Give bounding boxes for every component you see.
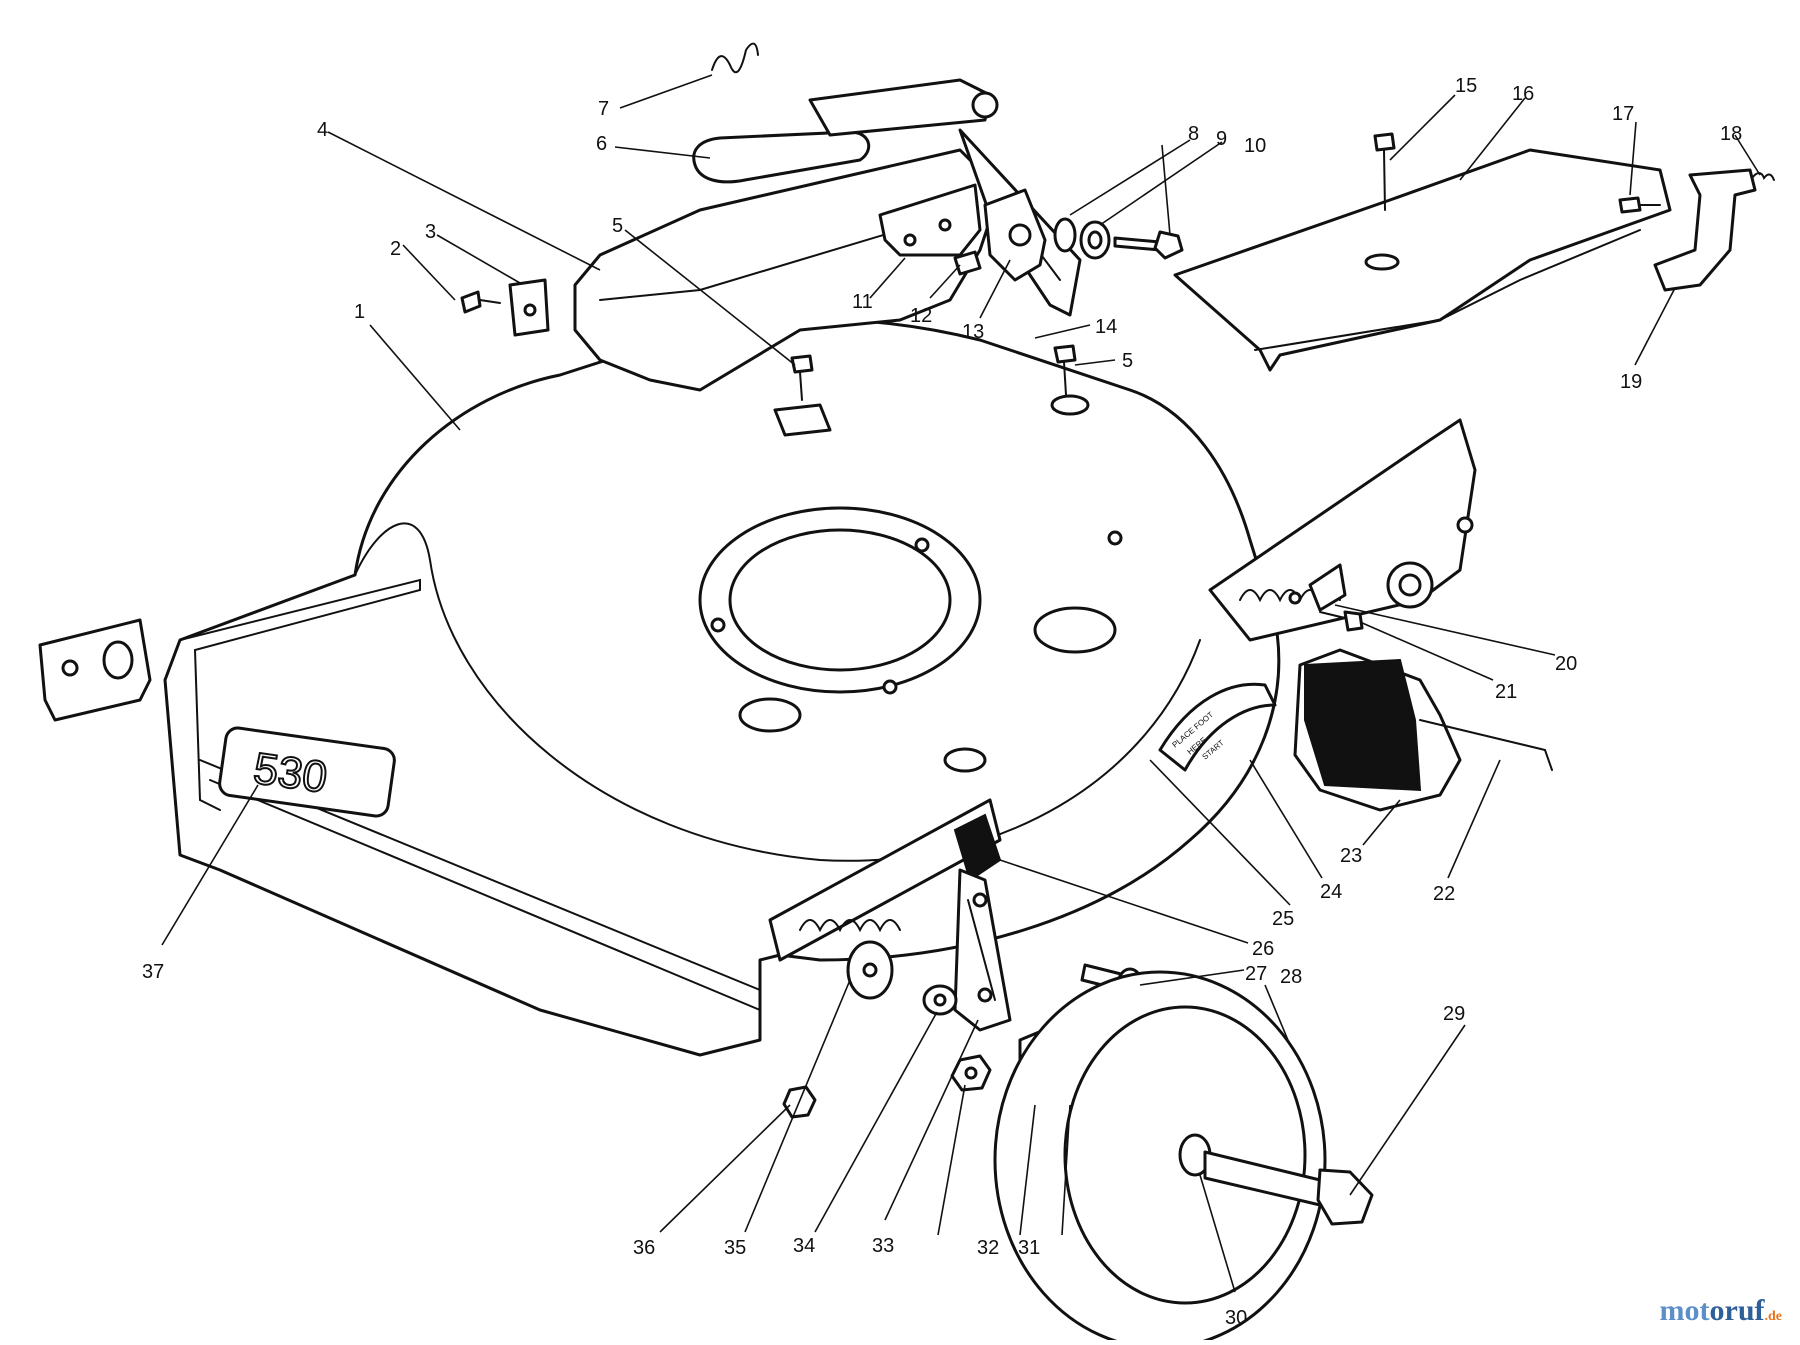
- callout-2: 2: [390, 238, 401, 260]
- callout-7: 7: [598, 98, 609, 120]
- rear-trail-shield: [1293, 648, 1553, 812]
- rear-adjuster-fasteners: [1288, 563, 1364, 632]
- callout-30: 30: [1225, 1307, 1247, 1329]
- callout-13: 13: [962, 321, 984, 343]
- mower-deck-housing: 530: [163, 317, 1477, 1057]
- callout-5a: 5: [612, 215, 623, 237]
- callout-19: 19: [1620, 371, 1642, 393]
- callout-18: 18: [1720, 123, 1742, 145]
- torsion-spring: [711, 42, 759, 74]
- callout-20: 20: [1555, 653, 1577, 675]
- grass-deflector: [1173, 132, 1775, 372]
- callout-17: 17: [1612, 103, 1634, 125]
- callout-31: 31: [1018, 1237, 1040, 1259]
- callout-27: 27: [1245, 963, 1267, 985]
- callout-12: 12: [910, 305, 932, 327]
- callout-16: 16: [1512, 83, 1534, 105]
- callout-21: 21: [1495, 681, 1517, 703]
- callout-35: 35: [724, 1237, 746, 1259]
- callout-labels: 1 2 3 4 5 5 6 7 8 9 10 11 12 13 14 15 16…: [142, 75, 1742, 1329]
- callout-8: 8: [1188, 123, 1199, 145]
- rear-wheel: [993, 970, 1374, 1345]
- callout-4: 4: [317, 119, 328, 141]
- callout-10: 10: [1244, 135, 1266, 157]
- callout-34: 34: [793, 1235, 815, 1257]
- deck-model-emboss: 530: [251, 744, 331, 803]
- handle-hinge-assembly: [878, 183, 1047, 282]
- callout-26: 26: [1252, 938, 1274, 960]
- callout-32: 32: [977, 1237, 999, 1259]
- front-left-mount: [38, 618, 152, 722]
- callout-37: 37: [142, 961, 164, 983]
- callout-25: 25: [1272, 908, 1294, 930]
- callout-14: 14: [1095, 316, 1117, 338]
- callout-1: 1: [354, 301, 365, 323]
- callout-9: 9: [1216, 128, 1227, 150]
- callout-33: 33: [872, 1235, 894, 1257]
- leader-lines: [161, 74, 1761, 1293]
- callout-24: 24: [1320, 881, 1342, 903]
- hinge-fasteners: [1053, 217, 1184, 260]
- callout-36: 36: [633, 1237, 655, 1259]
- height-adjust-lever: [846, 813, 1012, 1032]
- callout-15: 15: [1455, 75, 1477, 97]
- callout-23: 23: [1340, 845, 1362, 867]
- callout-28: 28: [1280, 966, 1302, 988]
- site-watermark: motoruf.de: [1659, 1294, 1782, 1327]
- callout-22: 22: [1433, 883, 1455, 905]
- callout-11: 11: [852, 291, 873, 313]
- bracket-bolts: [773, 344, 1090, 437]
- callout-6: 6: [596, 133, 607, 155]
- callout-3: 3: [425, 221, 436, 243]
- callout-5b: 5: [1122, 350, 1133, 372]
- warning-decal: PLACE FOOT HERE START: [1158, 682, 1277, 772]
- side-bolt-and-clip: [460, 278, 550, 337]
- callout-29: 29: [1443, 1003, 1465, 1025]
